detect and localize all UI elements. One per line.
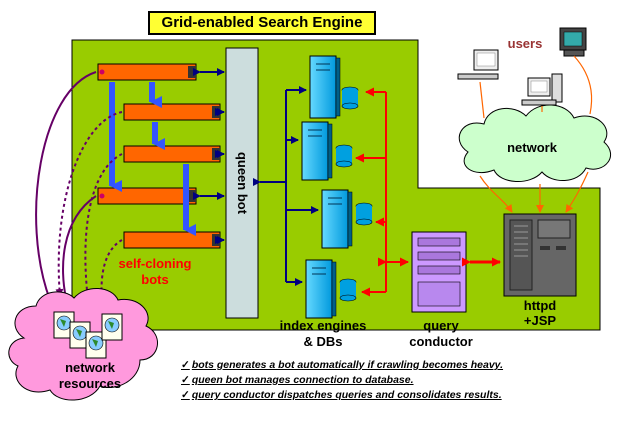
note-text: query conductor dispatches queries and c…: [191, 389, 502, 401]
bot-queen-arrows: [193, 68, 225, 244]
globe-document-icon-4: [101, 313, 123, 341]
note-item: ✓bots generates a bot automatically if c…: [181, 358, 503, 373]
httpd-machine: [503, 213, 577, 297]
query-conductor-label-line1: query: [423, 318, 459, 333]
user-network-links: [479, 55, 593, 119]
self-cloning-label-line1: self-cloning: [118, 256, 192, 271]
user-computer-3: [559, 27, 587, 57]
globe-document-icon-1: [53, 311, 75, 339]
resource-bot-links: [35, 71, 123, 301]
note-item: ✓queen bot manages connection to databas…: [181, 373, 503, 388]
cloning-arrows: [109, 82, 196, 236]
self-cloning-label-line2: bots: [141, 272, 169, 287]
check-icon: ✓: [181, 359, 190, 371]
bot-4: [97, 187, 197, 205]
queen-index-arrows: [253, 86, 319, 286]
query-conductor-label-line2: conductor: [409, 334, 473, 349]
user-computer-2: [521, 73, 563, 106]
note-item: ✓query conductor dispatches queries and …: [181, 388, 503, 403]
index-server-2: [301, 121, 353, 181]
network-resources-label-line1: network: [65, 360, 115, 375]
check-icon: ✓: [181, 374, 190, 386]
httpd-label-line1: httpd: [523, 298, 557, 313]
user-computer-1: [457, 49, 499, 80]
globe-document-icon-2: [69, 321, 91, 349]
index-engines-label-line2: & DBs: [303, 334, 343, 349]
index-engines-label-line1: index engines: [279, 318, 367, 333]
check-icon: ✓: [181, 389, 190, 401]
queen-bot: [225, 47, 259, 319]
network-httpd-arrows: [479, 171, 589, 213]
network-label: network: [507, 140, 557, 155]
httpd-label-line2: +JSP: [523, 313, 557, 328]
network-cloud: [458, 104, 611, 182]
queen-bot-label: queen bot: [235, 151, 250, 215]
query-conductor-machine: [411, 231, 467, 313]
users-label: users: [507, 36, 543, 51]
note-text: bots generates a bot automatically if cr…: [191, 359, 504, 371]
bot-2: [123, 103, 221, 121]
globe-document-icon-3: [85, 331, 107, 359]
notes-list: ✓bots generates a bot automatically if c…: [181, 358, 503, 403]
diagram-title: Grid-enabled Search Engine: [148, 11, 376, 35]
index-server-1: [309, 55, 359, 119]
index-server-4: [305, 259, 357, 319]
bot-3: [123, 145, 221, 163]
index-server-3: [321, 189, 373, 249]
note-text: queen bot manages connection to database…: [191, 374, 414, 386]
bot-1: [97, 63, 197, 81]
conductor-index-arrows: [355, 87, 409, 297]
bot-5: [123, 231, 221, 249]
network-resources-label-line2: resources: [58, 376, 122, 391]
